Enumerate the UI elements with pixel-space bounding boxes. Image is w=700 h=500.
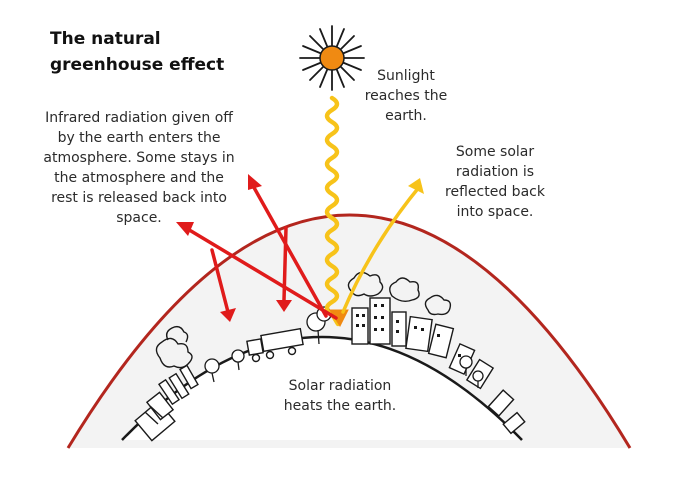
label-line: Some solar [455,144,535,160]
reflected-arrow [341,184,422,314]
infrared-arrows [184,182,338,320]
label-line: reflected back [445,184,545,200]
label-line: reaches the [364,88,448,104]
building-windows [356,304,461,357]
label-line: heats the earth. [283,398,397,414]
label-heats: Solar radiation heats the earth. [270,376,410,416]
label-line: into space. [456,204,534,220]
label-reflected: Some solar radiation is reflected back i… [432,142,558,222]
label-line: space. [116,210,162,226]
title-line-1: The natural [50,29,161,49]
diagram-title: The natural greenhouse effect [50,26,224,78]
label-line: rest is released back into [51,190,227,206]
sunlight-wave [324,95,341,327]
label-infrared: Infrared radiation given off by the eart… [28,108,250,228]
label-line: Sunlight [377,68,435,84]
smoke-right [347,271,452,316]
label-sunlight: Sunlight reaches the earth. [358,66,454,126]
label-line: by the earth enters the [57,130,221,146]
label-line: Solar radiation [288,378,392,394]
city-left-buildings [134,364,199,442]
atmosphere-arc [66,213,632,449]
trees-left [204,306,332,383]
truck-sketch [246,327,304,363]
label-line: earth. [385,108,427,124]
label-line: Infrared radiation given off [45,110,233,126]
infrared-arrowheads [176,174,292,322]
label-line: radiation is [455,164,535,180]
label-line: atmosphere. Some stays in [43,150,235,166]
smoke-left [155,325,193,369]
reflected-arrowhead [408,178,424,194]
label-line: the atmosphere and the [54,170,224,186]
title-line-2: greenhouse effect [50,55,225,75]
trees-right [459,355,484,388]
sun-icon [299,25,365,91]
